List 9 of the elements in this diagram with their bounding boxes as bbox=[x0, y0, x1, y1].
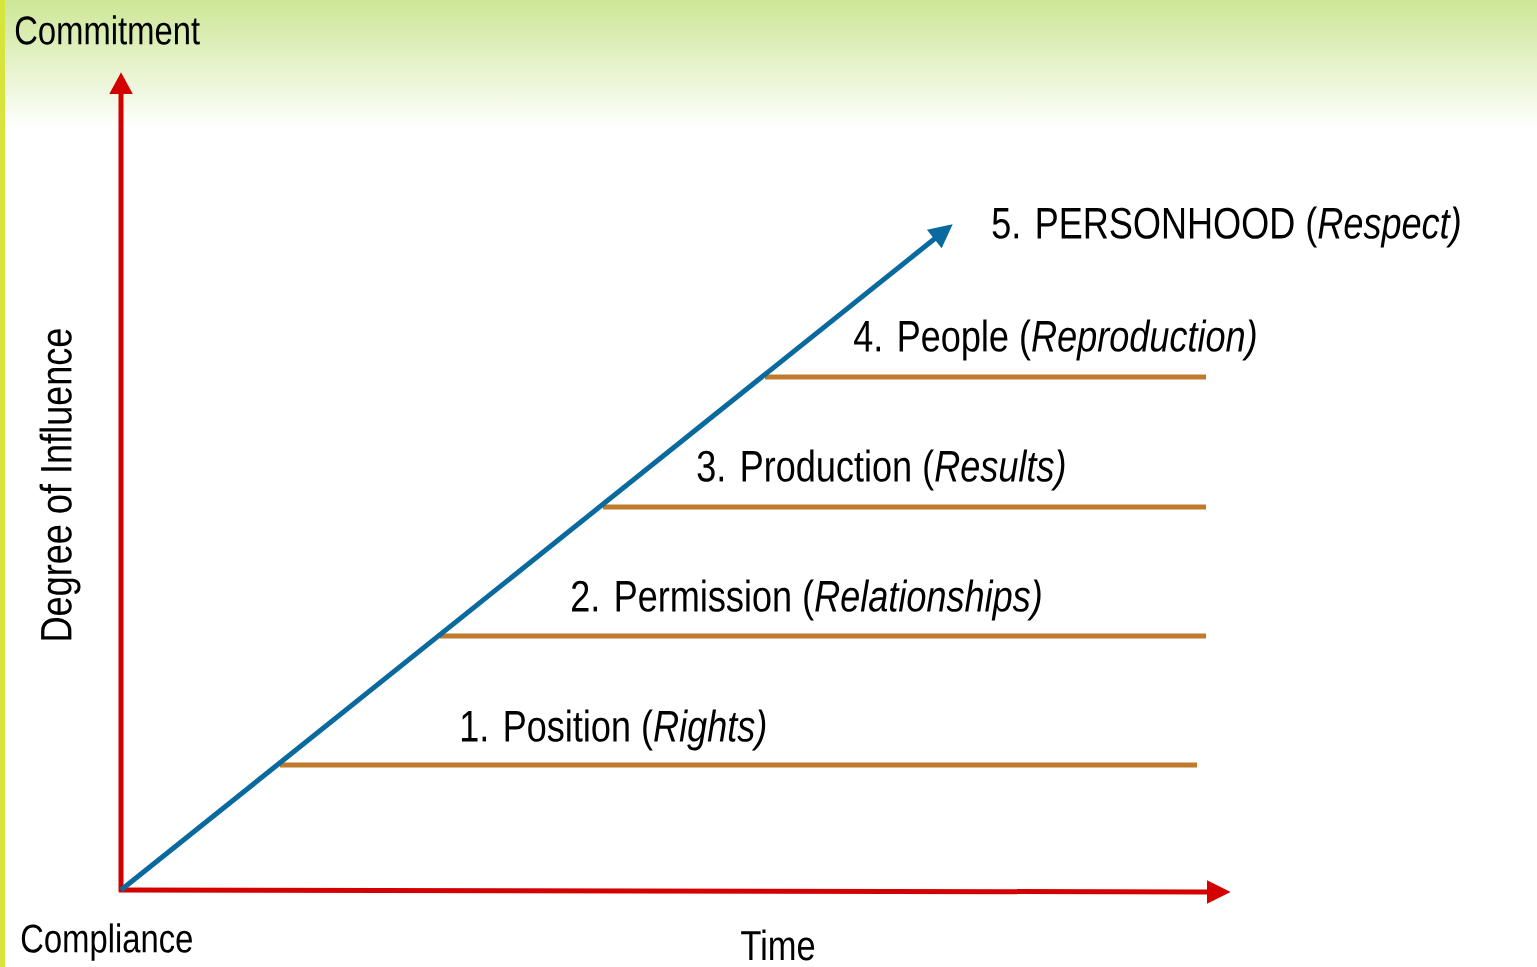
axis-title: Compliance bbox=[21, 923, 192, 961]
level-label: 4. People (Reproduction) bbox=[854, 319, 1256, 361]
level-label: 5. PERSONHOOD (Respect) bbox=[992, 206, 1460, 248]
axis-title: Time bbox=[741, 929, 815, 961]
level-label: 1. Position (Rights) bbox=[461, 709, 766, 751]
axis-title: Commitment bbox=[15, 15, 200, 45]
level-label: 3. Production (Results) bbox=[697, 449, 1065, 491]
axis-title: Degree of Influence bbox=[39, 329, 81, 640]
level-label: 2. Permission (Relationships) bbox=[572, 579, 1041, 621]
